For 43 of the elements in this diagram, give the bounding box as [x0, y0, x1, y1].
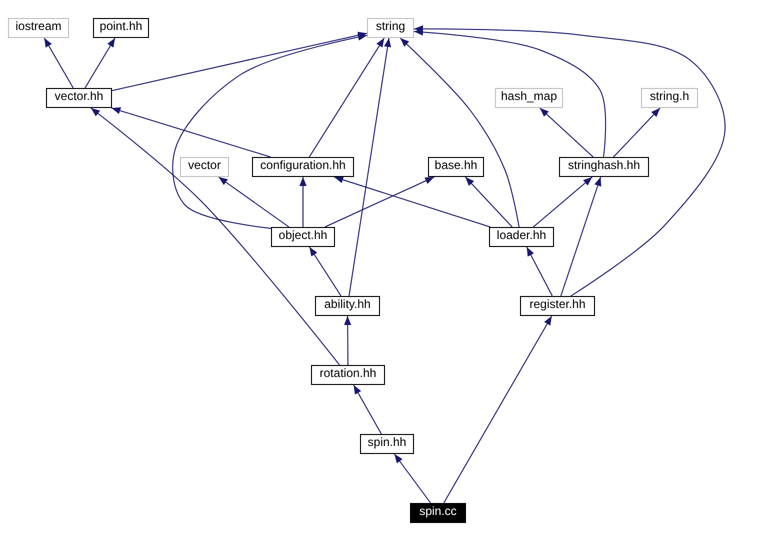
- arrow: [613, 108, 660, 158]
- arrow: [400, 38, 520, 228]
- arrow: [110, 107, 272, 158]
- arrow: [172, 34, 368, 229]
- arrow: [560, 176, 602, 296]
- arrow: [84, 38, 116, 88]
- arrow: [414, 28, 606, 158]
- arrow: [414, 25, 726, 296]
- arrow: [308, 246, 342, 296]
- arrow: [334, 176, 491, 228]
- file-box: object.hh: [271, 227, 335, 247]
- arrow: [348, 38, 392, 296]
- arrow: [526, 246, 553, 296]
- arrow: [308, 38, 385, 158]
- external-file-box: vector: [180, 157, 229, 177]
- arrow: [353, 384, 382, 434]
- arrow: [344, 316, 352, 366]
- arrow: [394, 454, 432, 504]
- file-box: point.hh: [93, 18, 149, 38]
- external-file-box: hash_map: [495, 88, 563, 108]
- arrow: [532, 176, 593, 228]
- arrow: [44, 38, 74, 88]
- file-box: stringhash.hh: [559, 157, 649, 177]
- file-box: loader.hh: [489, 227, 554, 247]
- external-file-box: iostream: [8, 18, 69, 38]
- external-file-box: string: [367, 18, 414, 38]
- arrow: [539, 108, 594, 158]
- file-box: rotation.hh: [311, 365, 385, 385]
- arrow: [464, 176, 513, 228]
- arrow: [218, 176, 290, 228]
- file-box: configuration.hh: [252, 157, 354, 177]
- arrow: [443, 316, 552, 504]
- arrow: [112, 32, 368, 92]
- file-box: spin.hh: [360, 434, 414, 454]
- file-box: ability.hh: [315, 296, 380, 316]
- file-box: base.hh: [428, 157, 484, 177]
- current-file-box: spin.cc: [410, 503, 466, 523]
- external-file-box: string.h: [641, 88, 698, 108]
- file-box: vector.hh: [46, 88, 112, 108]
- arrow: [90, 108, 340, 366]
- arrow: [299, 176, 307, 228]
- arrow: [324, 176, 435, 228]
- file-box: register.hh: [520, 296, 595, 316]
